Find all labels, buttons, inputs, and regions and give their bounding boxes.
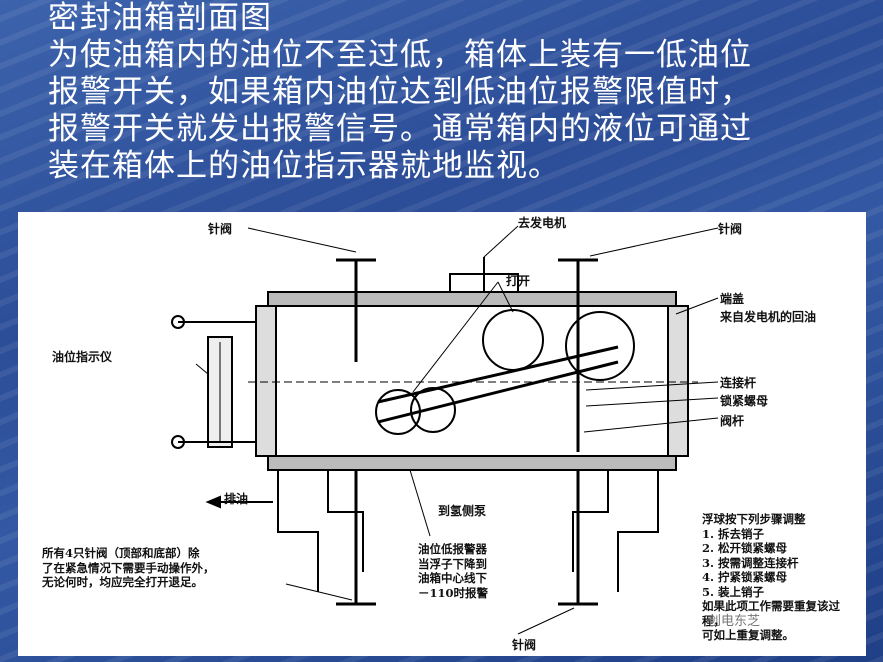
note-line: 浮球按下列步骤调整 xyxy=(702,512,806,526)
drain-leg-left xyxy=(277,470,319,592)
tank-cross-section-diagram: 针阀 去发电机 针阀 打开 端盖 来自发电机的回油 油位指示仪 连接杆 锁紧螺母… xyxy=(18,212,866,656)
note-line: 所有4只针阀（顶部和底部）除 xyxy=(42,546,200,560)
note-line: 3. 按需调整连接杆 xyxy=(702,555,799,570)
low-level-alarm-note: 油位低报警器 当浮子下降到 油箱中心线下 －110时报警 xyxy=(418,542,538,600)
float-high-b xyxy=(565,311,635,381)
label-needle-valve-top-right: 针阀 xyxy=(718,222,743,236)
tank-bottom-flange xyxy=(267,455,677,471)
note-line: 如果此项工作需要重复该过程， xyxy=(702,599,840,628)
note-line: 油位低报警器 xyxy=(418,542,487,556)
note-line: 无论何时，均应完全打开退足。 xyxy=(42,575,203,589)
label-drain: 排油 xyxy=(224,492,249,506)
label-needle-valve-top-left: 针阀 xyxy=(208,222,233,236)
note-line: 5. 装上销子 xyxy=(702,584,765,599)
needle-valve-note: 所有4只针阀（顶部和底部）除 了在紧急情况下需要手动操作外， 无论何时，均应完全… xyxy=(42,546,292,590)
end-cover-right xyxy=(667,305,689,457)
label-end-cover: 端盖 xyxy=(720,292,745,306)
label-return-oil: 来自发电机的回油 xyxy=(720,310,817,324)
note-line: 当浮子下降到 xyxy=(418,556,487,571)
description-line: 为使油箱内的油位不至过低，箱体上装有一低油位 xyxy=(48,37,752,73)
label-open: 打开 xyxy=(506,274,531,288)
float-low-b xyxy=(410,387,456,433)
label-to-seal-pump: 到氢侧泵 xyxy=(438,504,487,518)
valve-body-right xyxy=(572,470,609,572)
description-line: 报警开关，如果箱内油位达到低油位报警限值时， xyxy=(48,74,752,110)
note-line: 1. 拆去销子 xyxy=(702,526,765,541)
note-line: 油箱中心线下 xyxy=(418,571,487,585)
label-lock-nut: 锁紧螺母 xyxy=(720,394,769,408)
note-line: －110时报警 xyxy=(418,585,489,600)
note-line: 2. 松开锁紧螺母 xyxy=(702,541,788,555)
slide-heading: 密封油箱剖面图 为使油箱内的油位不至过低，箱体上装有一低油位 报警开关，如果箱内… xyxy=(48,0,878,185)
label-connecting-rod: 连接杆 xyxy=(720,376,757,390)
drain-leg-right xyxy=(617,470,659,592)
description-line: 装在箱体上的油位指示器就地监视。 xyxy=(48,148,560,184)
note-line: 了在紧急情况下需要手动操作外， xyxy=(42,560,215,575)
valve-body-left xyxy=(327,470,364,572)
float-arm-upper xyxy=(377,345,619,404)
gauge-valve-upper xyxy=(171,315,185,329)
end-cover-left xyxy=(255,305,277,457)
label-to-generator: 去发电机 xyxy=(518,216,567,230)
label-level-indicator: 油位指示仪 xyxy=(52,350,113,364)
float-arm-lower xyxy=(377,360,619,424)
watermark: 创电东芝 xyxy=(708,614,761,629)
tank-drawing xyxy=(171,225,719,635)
label-valve-stem: 阀杆 xyxy=(720,414,745,428)
float-high-a xyxy=(482,309,544,371)
note-line: 可如上重复调整。 xyxy=(702,628,794,642)
gauge-valve-lower xyxy=(171,435,185,449)
label-needle-valve-bottom: 针阀 xyxy=(512,638,537,652)
slide-title: 密封油箱剖面图 xyxy=(48,0,272,36)
float-adjustment-steps: 浮球按下列步骤调整 1. 拆去销子 2. 松开锁紧螺母 3. 按需调整连接杆 4… xyxy=(702,512,862,643)
drain-arrowhead xyxy=(205,495,221,509)
tank-top-flange xyxy=(267,291,677,307)
description-line: 报警开关就发出报警信号。通常箱内的液位可通过 xyxy=(48,111,752,147)
note-line: 4. 拧紧锁紧螺母 xyxy=(702,570,788,584)
